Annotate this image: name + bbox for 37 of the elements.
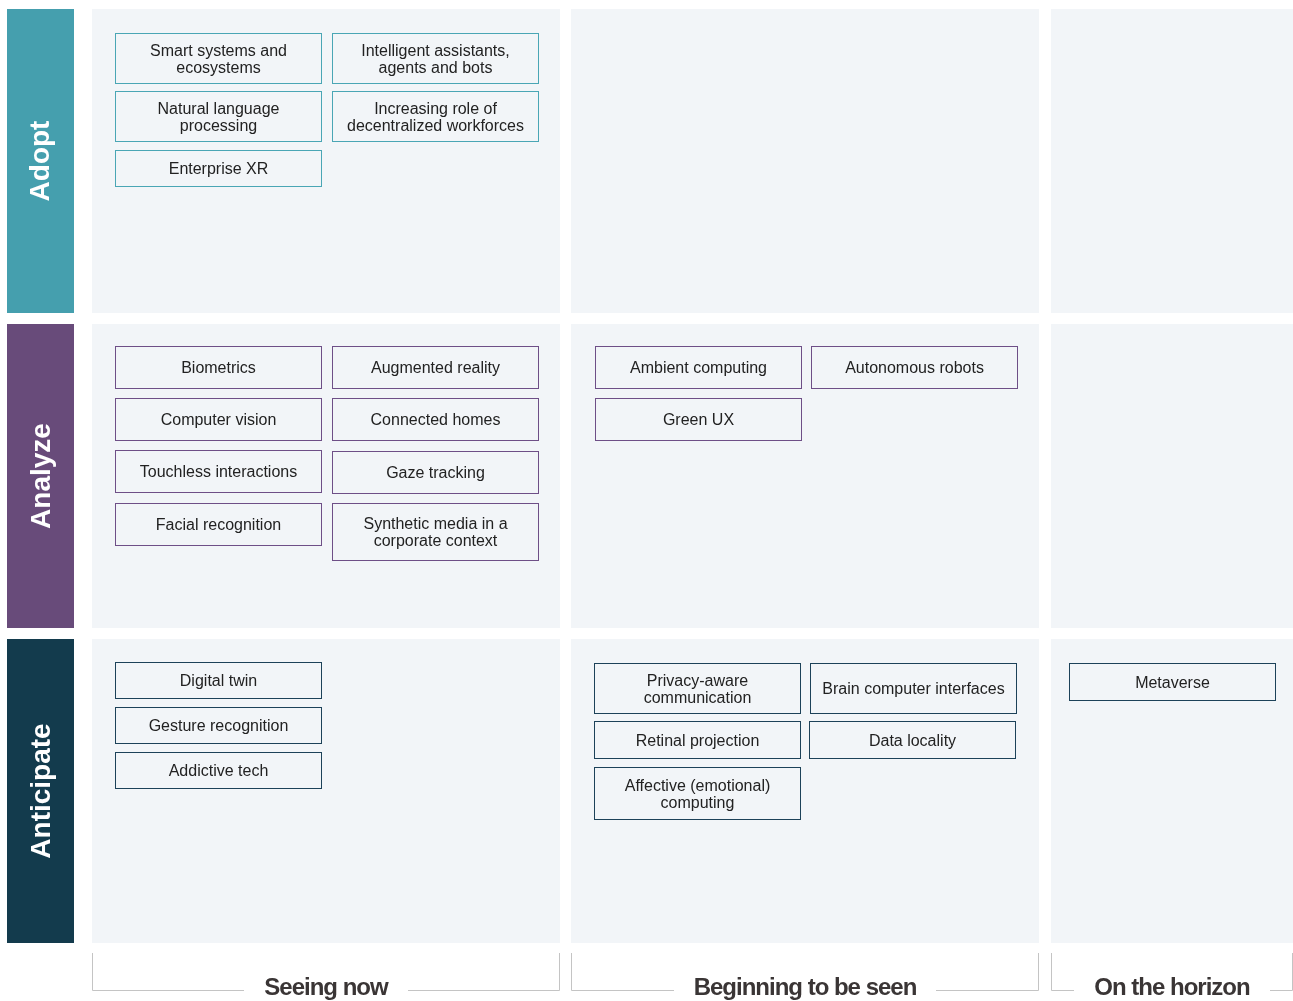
quadrant-panel — [1051, 639, 1293, 943]
trend-box: Connected homes — [332, 398, 539, 441]
trend-box: Facial recognition — [115, 503, 322, 546]
row-label: Adopt — [23, 120, 57, 202]
quadrant-panel — [92, 324, 560, 628]
trend-box: Metaverse — [1069, 663, 1276, 701]
trend-box: Smart systems and ecosystems — [115, 33, 322, 84]
trend-box: Affective (emotional) computing — [594, 767, 801, 820]
trend-box: Increasing role of decentralized workforces — [332, 91, 539, 142]
trend-box: Synthetic media in a corporate context — [332, 503, 539, 561]
trend-box: Biometrics — [115, 346, 322, 389]
quadrant-panel — [571, 324, 1039, 628]
trend-box: Computer vision — [115, 398, 322, 441]
row-label-bar — [7, 639, 74, 943]
row-label-bar — [7, 9, 74, 313]
trend-box: Autonomous robots — [811, 346, 1018, 389]
quadrant-panel — [571, 639, 1039, 943]
trend-box: Natural language processing — [115, 91, 322, 142]
trend-box: Touchless interactions — [115, 450, 322, 493]
trend-box: Addictive tech — [115, 752, 322, 789]
trend-box: Enterprise XR — [115, 150, 322, 187]
trend-box: Gaze tracking — [332, 451, 539, 494]
trend-box: Intelligent assistants, agents and bots — [332, 33, 539, 84]
row-label: Analyze — [23, 423, 57, 529]
row-label-bar — [7, 324, 74, 628]
trend-box: Digital twin — [115, 662, 322, 699]
row-label: Anticipate — [23, 723, 57, 859]
trend-box: Data locality — [809, 721, 1016, 759]
quadrant-panel — [92, 639, 560, 943]
trend-box: Ambient computing — [595, 346, 802, 389]
trend-box: Augmented reality — [332, 346, 539, 389]
trend-box: Brain computer interfaces — [810, 663, 1017, 714]
trend-box: Green UX — [595, 398, 802, 441]
trend-box: Gesture recognition — [115, 707, 322, 744]
trend-box: Privacy-aware communication — [594, 663, 801, 714]
quadrant-panel — [92, 9, 560, 313]
trend-box: Retinal projection — [594, 721, 801, 759]
